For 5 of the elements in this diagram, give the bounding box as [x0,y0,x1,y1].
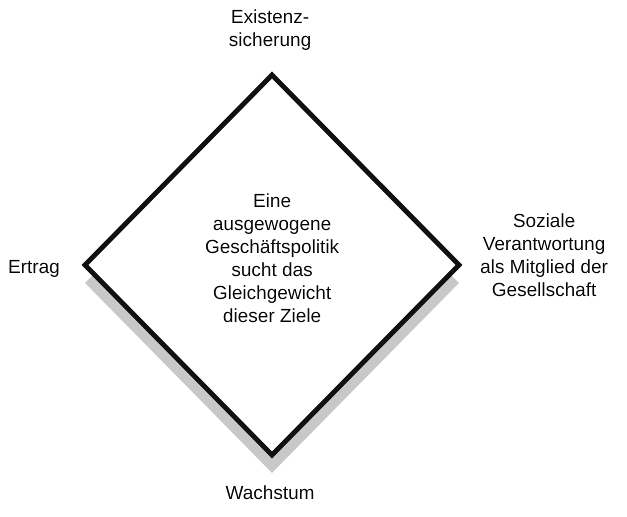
corner-label: Soziale Verantwortung als Mitglied der Gesellschaft [479,210,609,302]
corner-label: Ertrag [8,256,61,279]
corner-label: Existenz-sicherung [228,6,312,52]
center-text: Eine ausgewogene Geschäftspolitik sucht das Gleichgewicht dieser Ziele [204,190,340,328]
corner-label: Wachstum [224,482,316,505]
